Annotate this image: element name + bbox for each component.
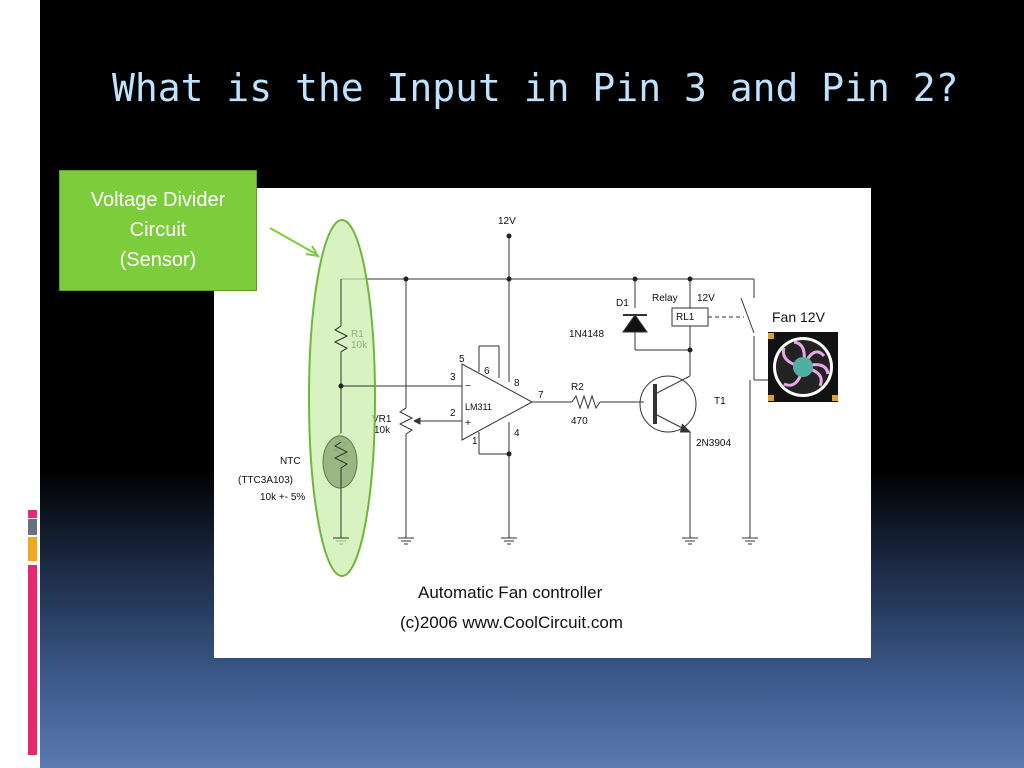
- d1-part: 1N4148: [569, 329, 604, 340]
- transistor-symbol: [639, 375, 697, 433]
- supply-voltage-label: 12V: [498, 216, 516, 227]
- fan-icon: [768, 332, 838, 402]
- diode-symbol: [622, 314, 648, 333]
- opamp-symbol: [461, 363, 534, 441]
- circuit-schematic: 12V R1 10k VR1 10k NTC (TTC3A103) 10k +-…: [238, 216, 838, 632]
- voltage-divider-callout: Voltage Divider Circuit (Sensor): [59, 170, 257, 291]
- t1-name: T1: [714, 396, 726, 407]
- noninverting-input-sign: +: [465, 418, 471, 429]
- fan-label: Fan 12V: [772, 309, 826, 325]
- pin8-label: 8: [514, 378, 520, 389]
- pin6-label: 6: [484, 366, 490, 377]
- callout-line-1: Voltage Divider: [90, 189, 226, 211]
- caption-title: Automatic Fan controller: [418, 583, 603, 602]
- pin3-label: 3: [450, 372, 456, 383]
- ntc-part: (TTC3A103): [238, 475, 293, 486]
- opamp-name: LM311: [465, 402, 492, 412]
- callout-line-2: Circuit: [129, 219, 187, 241]
- callout-line-3: (Sensor): [119, 249, 197, 271]
- caption-credit: (c)2006 www.CoolCircuit.com: [400, 613, 623, 632]
- pin4-label: 4: [514, 428, 520, 439]
- t1-part: 2N3904: [696, 438, 731, 449]
- accent-bar-orange: [28, 537, 37, 561]
- pin5-label: 5: [459, 354, 465, 365]
- relay-voltage: 12V: [697, 293, 715, 304]
- inverting-input-sign: −: [465, 381, 471, 392]
- d1-name: D1: [616, 298, 629, 309]
- pin2-label: 2: [450, 408, 456, 419]
- divider-highlight-ellipse: [308, 219, 376, 577]
- r2-resistor-symbol: [571, 394, 601, 410]
- accent-bar-pink: [28, 510, 37, 518]
- circuit-diagram: 12V R1 10k VR1 10k NTC (TTC3A103) 10k +-…: [214, 188, 871, 658]
- pin7-label: 7: [538, 390, 544, 401]
- relay-label: Relay: [652, 293, 678, 304]
- r2-name: R2: [571, 382, 584, 393]
- accent-bar-gray: [28, 519, 37, 535]
- ntc-name: NTC: [280, 456, 301, 467]
- callout-arrow: [269, 227, 320, 258]
- ntc-tolerance: 10k +- 5%: [260, 492, 305, 503]
- vr1-name: VR1: [372, 414, 392, 425]
- pin1-label: 1: [472, 436, 478, 447]
- r2-value: 470: [571, 416, 588, 427]
- vr1-value: 10k: [374, 425, 391, 436]
- ntc-highlight-ellipse: [322, 435, 358, 489]
- relay-name: RL1: [676, 312, 695, 323]
- slide-title: What is the Input in Pin 3 and Pin 2?: [112, 66, 959, 110]
- accent-bar-pink-long: [28, 565, 37, 755]
